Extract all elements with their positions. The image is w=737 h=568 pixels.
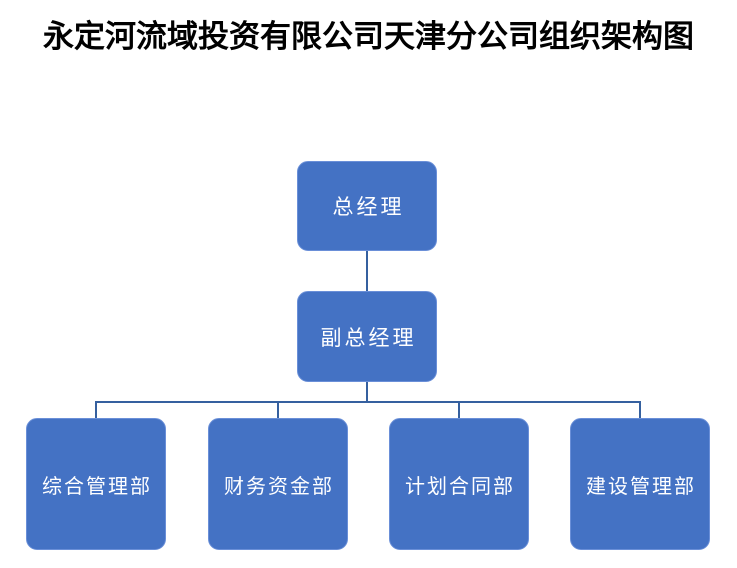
- connector-dgm-stem: [366, 382, 368, 402]
- node-dept-planning-contracts: 计划合同部: [389, 418, 529, 550]
- connector-stub-finance: [277, 401, 279, 418]
- connector-stub-planning: [458, 401, 460, 418]
- node-dept-construction-management: 建设管理部: [570, 418, 710, 550]
- connector-stub-general-affairs: [95, 401, 97, 418]
- node-dept-finance-funds: 财务资金部: [208, 418, 348, 550]
- node-dept-general-affairs: 综合管理部: [26, 418, 166, 550]
- node-deputy-general-manager: 副总经理: [297, 291, 437, 382]
- connector-horizontal-bar: [95, 401, 641, 403]
- chart-title: 永定河流域投资有限公司天津分公司组织架构图: [43, 19, 694, 54]
- node-general-manager: 总经理: [297, 161, 437, 251]
- connector-gm-to-dgm: [366, 251, 368, 291]
- connector-stub-construction: [639, 401, 641, 419]
